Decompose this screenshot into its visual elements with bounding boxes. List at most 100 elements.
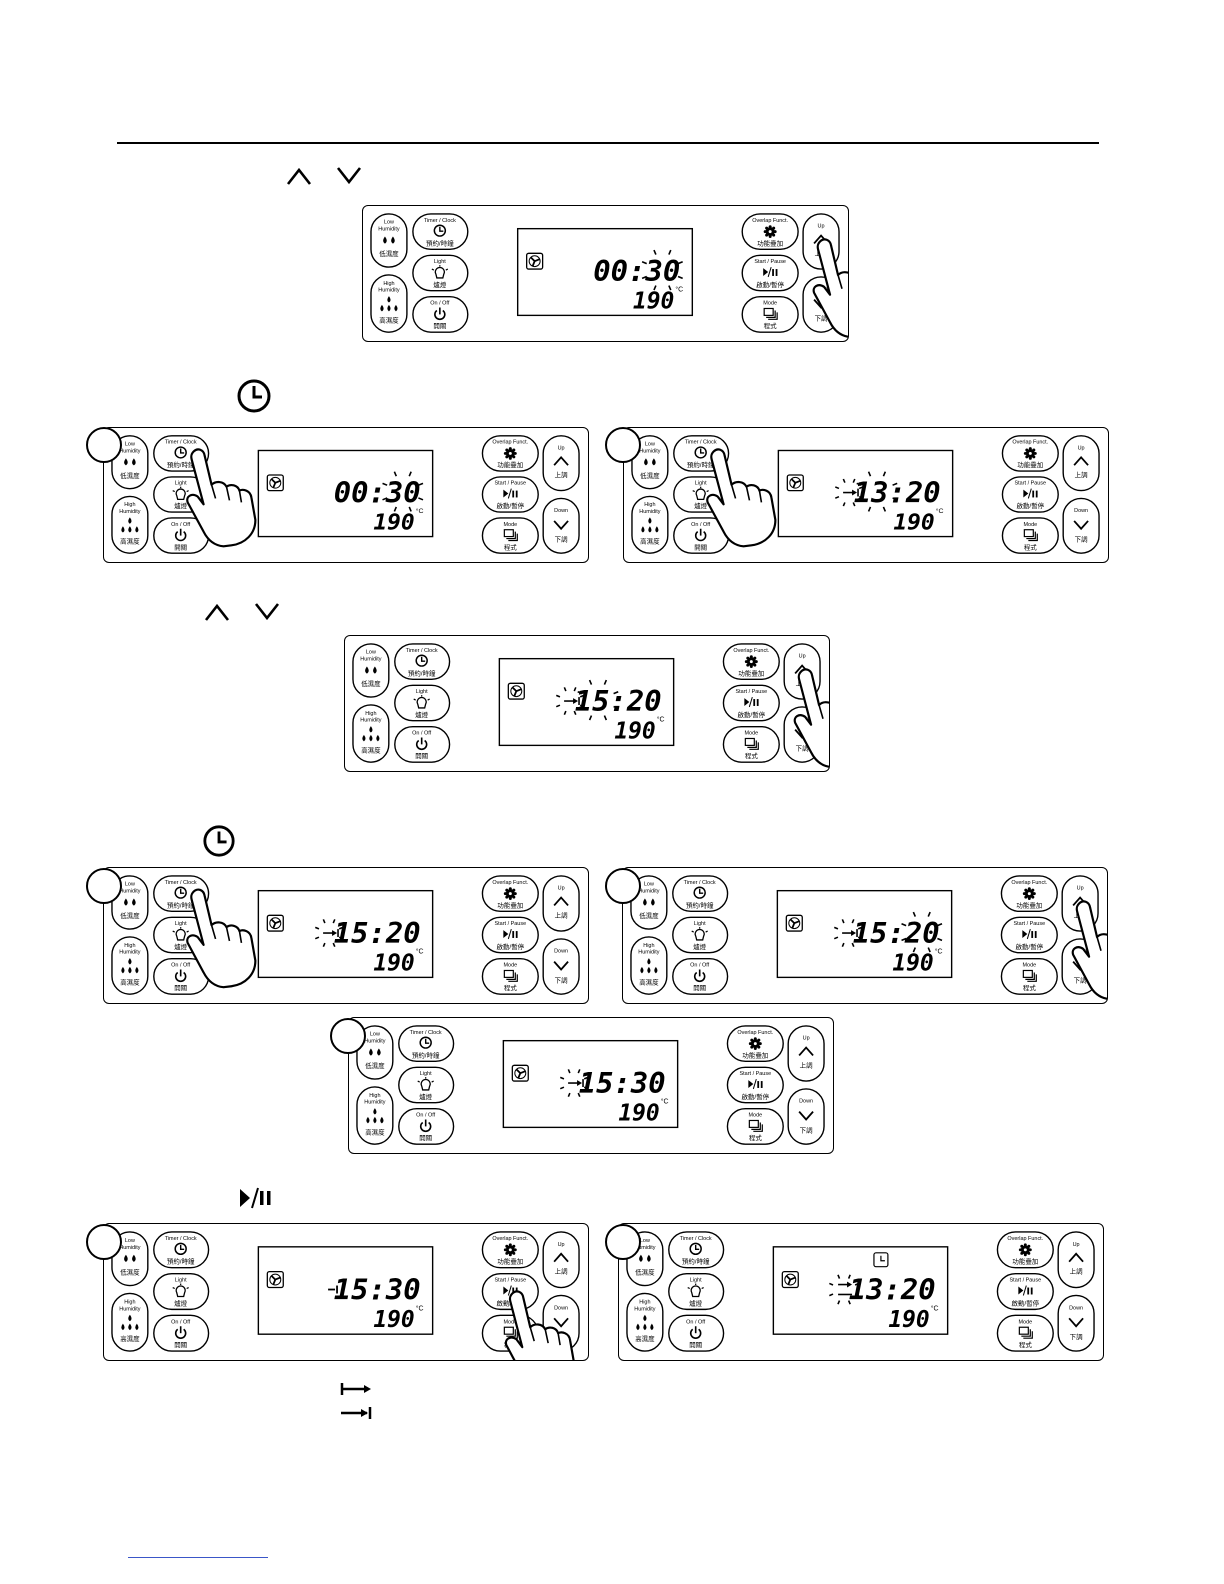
overlap-function-button[interactable]: Overlap Funct.功能疊加 <box>722 643 780 681</box>
on-off-label: On / Off <box>416 1113 436 1119</box>
down-arrow-icon <box>254 603 280 621</box>
timer-clock-label: Timer / Clock <box>410 1030 442 1036</box>
start-pause-label: Start / Pause <box>1015 481 1047 487</box>
overlap-function-button[interactable]: Overlap Funct.功能疊加 <box>741 213 799 251</box>
low-humidity-label: Humidity <box>119 448 141 454</box>
overlap-zh: 功能疊加 <box>1012 1257 1038 1266</box>
overlap-function-button[interactable]: Overlap Funct.功能疊加 <box>481 875 539 913</box>
down-zh: 下調 <box>1070 1332 1083 1341</box>
overlap-function-button[interactable]: Overlap Funct.功能疊加 <box>996 1231 1054 1269</box>
on-off-button[interactable]: On / Off 開關 <box>398 1107 455 1145</box>
high-humidity-label: High <box>644 502 655 508</box>
blink-indicator <box>833 919 863 947</box>
up-label: Up <box>1078 446 1085 452</box>
down-button[interactable]: Down 下調 <box>1057 1294 1095 1352</box>
on-off-label: On / Off <box>171 522 191 528</box>
mode-label: Mode <box>503 1319 517 1325</box>
overlap-function-button[interactable]: Overlap Funct.功能疊加 <box>726 1025 784 1063</box>
blink-indicator <box>834 478 864 507</box>
time-display: 15:30 <box>579 1066 666 1100</box>
timer-clock-zh: 預約/時鐘 <box>408 668 436 677</box>
down-label: Down <box>1069 1305 1083 1311</box>
on-off-zh: 開關 <box>419 1134 432 1142</box>
overlap-function-button[interactable]: Overlap Funct.功能疊加 <box>1001 435 1059 472</box>
high-humidity-label: High <box>639 1299 650 1305</box>
low-humidity-label: Low <box>640 1238 650 1244</box>
overlap-function-button[interactable]: Overlap Funct.功能疊加 <box>481 435 539 472</box>
down-zh: 下調 <box>1075 535 1088 544</box>
high-humidity-label: Humidity <box>378 288 400 294</box>
low-humidity-label: Low <box>125 882 135 888</box>
on-off-zh: 開關 <box>174 1341 187 1349</box>
overlap-function-button[interactable]: Overlap Funct.功能疊加 <box>481 1231 539 1269</box>
low-humidity-label: Humidity <box>639 448 661 454</box>
overlap-function-button[interactable]: Overlap Funct.功能疊加 <box>1000 875 1058 913</box>
mode-zh: 程式 <box>1023 983 1036 992</box>
